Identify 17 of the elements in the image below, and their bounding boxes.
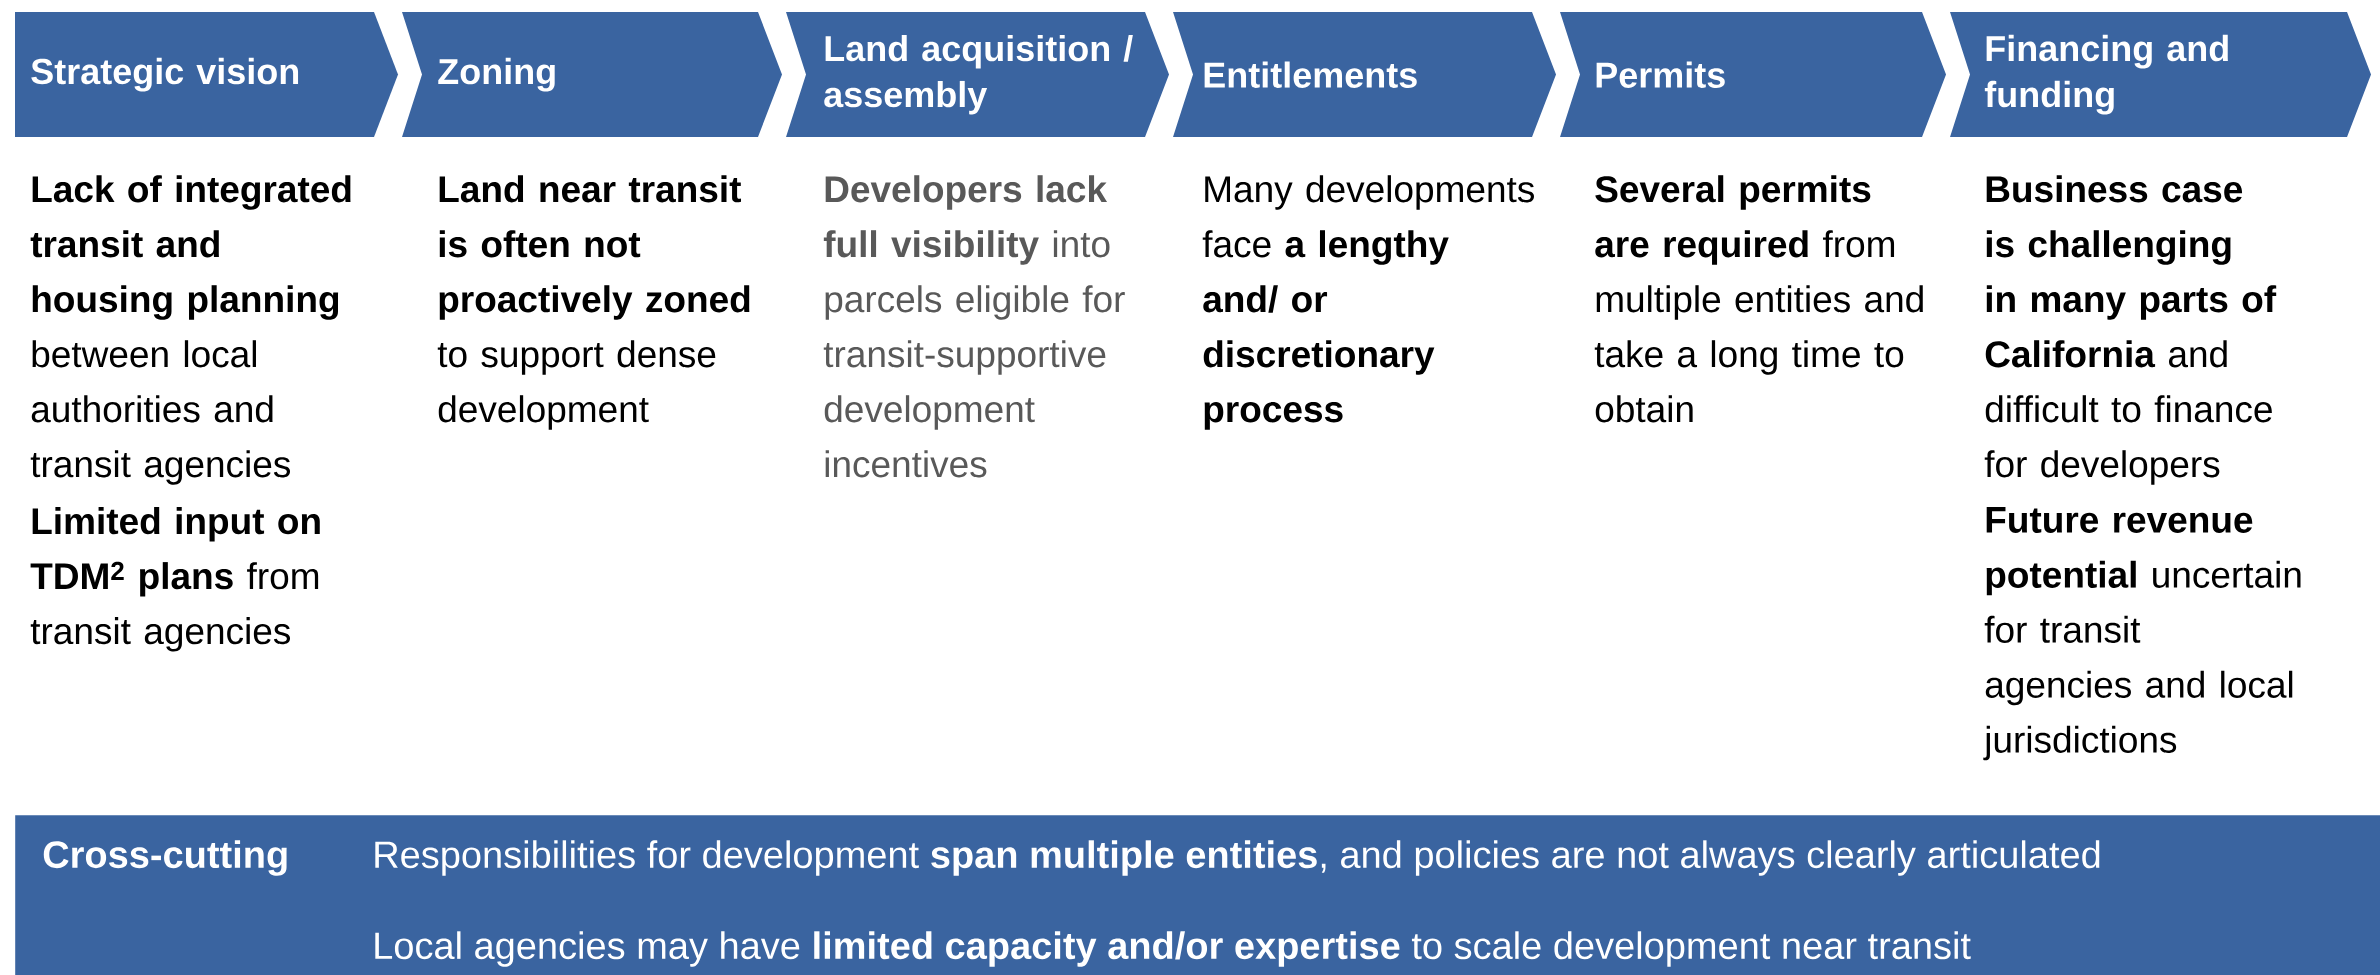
note-text: Local agencies may have limited capacity and/or expertise to scale development near transit — [375, 931, 1971, 967]
chevron-step: Permits — [1560, 12, 1946, 137]
chevron-step: Land acquisition / assembly — [786, 12, 1169, 137]
description-text: Developers lack full visibility into parcels eligible for transit-supportive development incentives — [823, 175, 1125, 478]
description-text: Lack of integrated transit and housing planning between local authorities and transit agencies — [30, 175, 351, 485]
description-text: Business case is challenging in many parts of California and difficult to finance for developers — [1984, 175, 2277, 485]
description-text: Many developments face a lengthy and/ or discretionary process — [1202, 175, 1534, 430]
description-text: Limited input on TDM$^{2}$ plans from transit agencies — [30, 507, 320, 652]
description-text: Several permits are required from multiple entities and take a long time to obtain — [1594, 175, 1923, 423]
description-text: Future revenue potential uncertain for transit agencies and local jurisdictions — [1983, 507, 2301, 761]
note-text: Responsibilities for development span multiple entities, and policies are not always clearly articulated — [375, 840, 2100, 876]
description-text: Land near transit is often not proactively zoned to support dense development — [437, 175, 750, 430]
row-heading: Cross-cutting — [43, 840, 287, 876]
chevron-step: Financing and funding — [1950, 12, 2372, 137]
chevron-step: Entitlements — [1173, 12, 1556, 137]
chevron-step: Zoning — [402, 12, 782, 137]
chevron-step: Strategic vision — [15, 12, 398, 137]
